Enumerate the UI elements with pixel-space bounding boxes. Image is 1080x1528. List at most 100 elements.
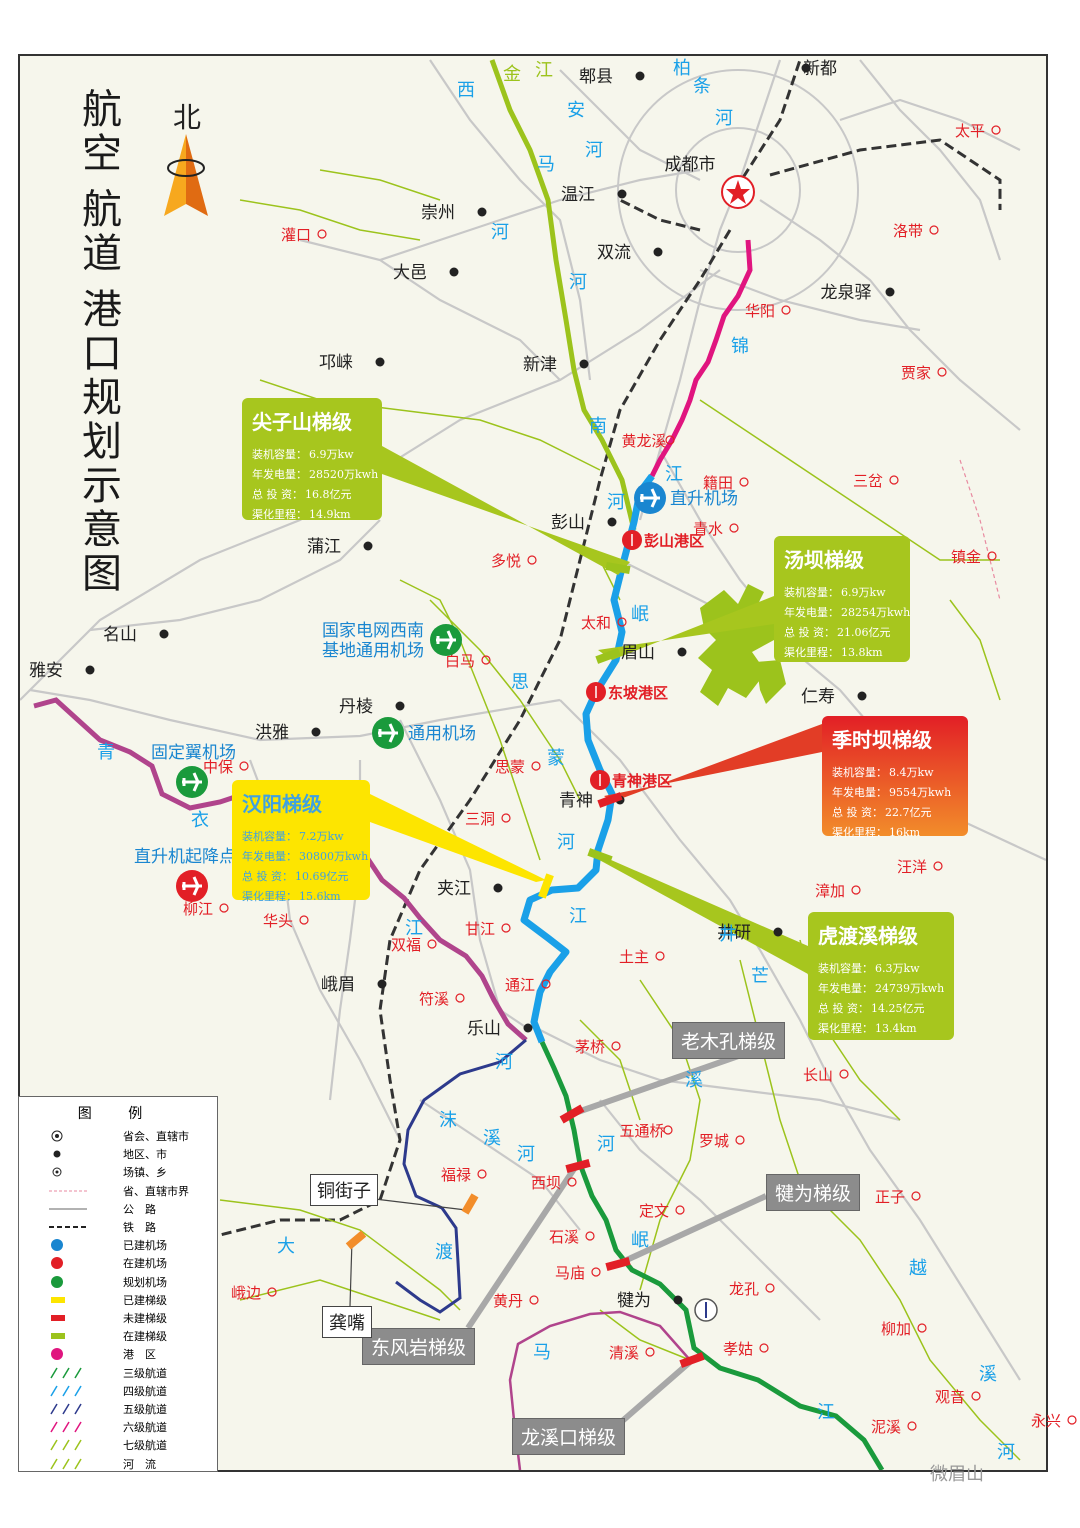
legend-item-border: 省、直辖市界 <box>19 1182 219 1200</box>
stat-label: 装机容量： <box>832 766 887 779</box>
port-0[interactable]: 彭山港区 <box>622 530 704 550</box>
river-char: 锦 <box>731 336 749 357</box>
legend-label: 在建梯级 <box>123 1330 167 1344</box>
city-label: 峨眉 <box>321 975 355 995</box>
airport-label: 直升机起降点 <box>134 847 236 867</box>
cascade-label-1[interactable]: 犍为梯级 <box>766 1174 861 1211</box>
airport-2[interactable]: 通用机场 <box>372 717 476 749</box>
airport-0[interactable]: 直升机场 <box>634 482 738 514</box>
legend-item-road: 公 路 <box>19 1200 219 1218</box>
river-char: 岷 <box>631 1230 649 1251</box>
stat-value: 30800万kwh <box>299 850 369 863</box>
cs_built-icon <box>51 1296 65 1303</box>
legend-label: 港 区 <box>123 1348 156 1362</box>
town-label: 柳江 <box>183 900 213 918</box>
town-24: 符溪 <box>419 990 465 1008</box>
legend-label: 五级航道 <box>123 1403 167 1416</box>
city-22: 乐山 <box>467 1019 533 1039</box>
stat-value: 24739万kwh <box>875 982 945 995</box>
cascade-pointer <box>370 794 546 882</box>
legend-label: 省、直辖市界 <box>123 1184 189 1198</box>
town-label: 土主 <box>619 948 649 966</box>
town-31: 正子 <box>875 1188 921 1206</box>
city-icon <box>53 1150 61 1158</box>
legend-label: 地区、市 <box>123 1148 167 1162</box>
town-label: 太和 <box>581 614 611 632</box>
town-label: 贾家 <box>901 364 931 382</box>
cascade-stat-row: 总 投 资：14.25亿元 <box>818 999 944 1019</box>
town-label: 镇金 <box>951 548 981 566</box>
legend-label: 公 路 <box>123 1202 156 1216</box>
town-label: 观音 <box>935 1388 965 1406</box>
cs_building-icon <box>51 1333 65 1340</box>
dam-callout-1[interactable]: 龚嘴 <box>322 1306 372 1338</box>
airport-3[interactable]: 固定翼机场 <box>151 743 236 798</box>
city-4: 崇州 <box>421 203 487 223</box>
cascade-pointer <box>598 596 774 660</box>
river-char: 河 <box>517 1144 535 1165</box>
cascade-stat-row: 总 投 资：10.69亿元 <box>242 867 360 887</box>
cascade-stat-row: 年发电量：28520万kwh <box>252 465 378 485</box>
minjiang-lower-river <box>539 1040 885 1470</box>
dam-callout-0[interactable]: 铜街子 <box>310 1174 378 1206</box>
cascade-leader-line <box>571 1051 745 1117</box>
legend-item-ap_building: 在建机场 <box>19 1254 219 1272</box>
river-char: 蒙 <box>547 748 565 769</box>
cascade-title: 季时坝梯级 <box>832 728 932 752</box>
cascade-label-2[interactable]: 东风岩梯级 <box>362 1328 476 1365</box>
stat-label: 年发电量： <box>242 850 297 863</box>
legend-item-rail: 铁 路 <box>19 1218 219 1236</box>
legend-label: 未建梯级 <box>123 1312 167 1325</box>
town-label: 青水 <box>693 520 723 538</box>
cascade-stat-row: 年发电量：30800万kwh <box>242 847 368 867</box>
river-char: 河 <box>597 1134 615 1155</box>
city-label: 蒲江 <box>307 537 341 557</box>
town-label: 思蒙 <box>495 758 525 776</box>
town-22: 土主 <box>619 948 665 966</box>
city-5: 双流 <box>597 243 663 263</box>
city-label: 龙泉驿 <box>821 283 872 303</box>
cascade-leader-line <box>616 1193 768 1267</box>
airport-4[interactable]: 直升机起降点 <box>134 847 236 902</box>
town-label: 灌口 <box>281 226 311 244</box>
town-label: 柳加 <box>881 1320 911 1338</box>
city-9: 邛崃 <box>319 353 385 373</box>
legend-item-town: 场镇、乡 <box>19 1163 219 1181</box>
river-char: 河 <box>495 1052 513 1073</box>
mabian-river <box>508 1310 691 1470</box>
river-char: 溪 <box>483 1128 501 1149</box>
city-14: 眉山 <box>621 643 687 663</box>
river-char: 河 <box>997 1442 1015 1463</box>
port-2[interactable]: 青神港区 <box>590 770 672 790</box>
river-char: 马 <box>537 154 555 175</box>
city-17: 仁寿 <box>801 687 867 707</box>
stat-value: 13.4km <box>875 1022 917 1035</box>
cascade-label-0[interactable]: 老木孔梯级 <box>672 1022 786 1059</box>
cascade-label-3[interactable]: 龙溪口梯级 <box>512 1418 626 1455</box>
port-1[interactable]: 东坡港区 <box>586 682 668 702</box>
stat-label: 总 投 资： <box>818 1002 869 1015</box>
town-icon <box>52 1167 62 1177</box>
city-label: 新津 <box>523 355 557 375</box>
cascade-stat-row: 装机容量：8.4万kw <box>832 763 958 783</box>
town-5: 黄龙溪 <box>621 432 675 450</box>
town-40: 清溪 <box>609 1344 655 1362</box>
city-label: 双流 <box>597 243 631 263</box>
town-29: 福禄 <box>441 1166 487 1184</box>
stat-value: 21.06亿元 <box>837 626 891 639</box>
town-label: 马庙 <box>555 1264 585 1282</box>
legend-item-ch3: 三级航道 <box>19 1364 219 1382</box>
town-label: 三岔 <box>853 472 883 490</box>
cascade-pointer-layer <box>370 446 822 974</box>
stat-value: 15.6km <box>299 890 341 903</box>
town-1: 灌口 <box>281 226 327 244</box>
